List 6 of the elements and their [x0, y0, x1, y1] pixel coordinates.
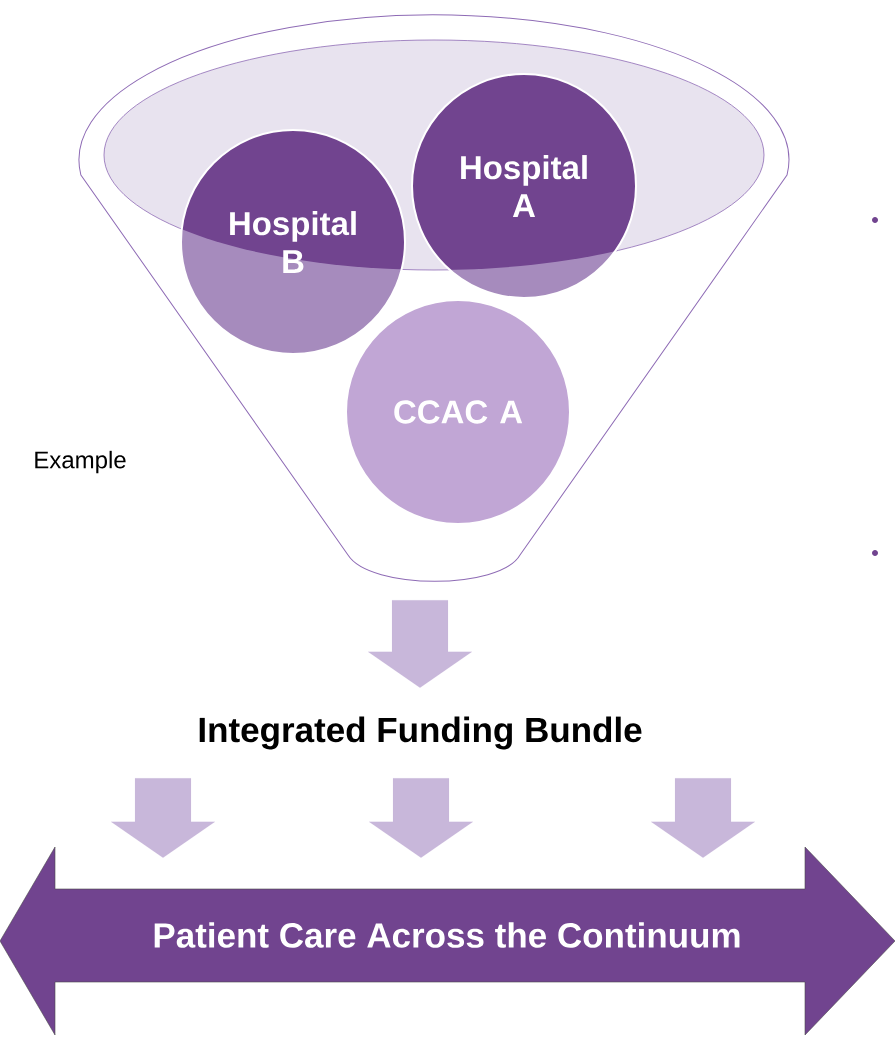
arrow: [650, 778, 756, 858]
example-label: Example: [35, 450, 126, 474]
arrow: [368, 778, 474, 858]
heading: Integrated Funding Bundle: [199, 716, 642, 750]
arrow: [110, 778, 216, 858]
arrow: [367, 600, 473, 688]
